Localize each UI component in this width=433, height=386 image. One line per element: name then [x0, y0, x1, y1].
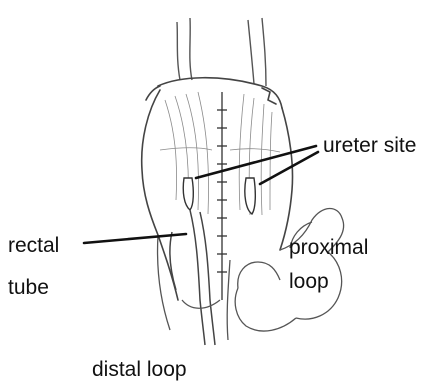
ureter-openings	[183, 178, 255, 214]
ureter-site-pointer-right	[260, 152, 318, 184]
rectal-tube	[170, 210, 215, 345]
ureter-site-label: ureter site	[323, 134, 416, 158]
proximal-loop-label-line1: proximal	[289, 236, 368, 260]
distal-loop-sketch	[158, 235, 231, 340]
central-suture	[217, 92, 227, 300]
rectal-tube-label-line1: rectal	[8, 234, 59, 258]
pointer-lines	[84, 146, 318, 243]
ureter-tubes-top	[177, 18, 266, 86]
distal-loop-label: distal loop	[92, 358, 187, 382]
proximal-loop-label-line2: loop	[289, 270, 329, 294]
rectal-tube-label-line2: tube	[8, 276, 49, 300]
